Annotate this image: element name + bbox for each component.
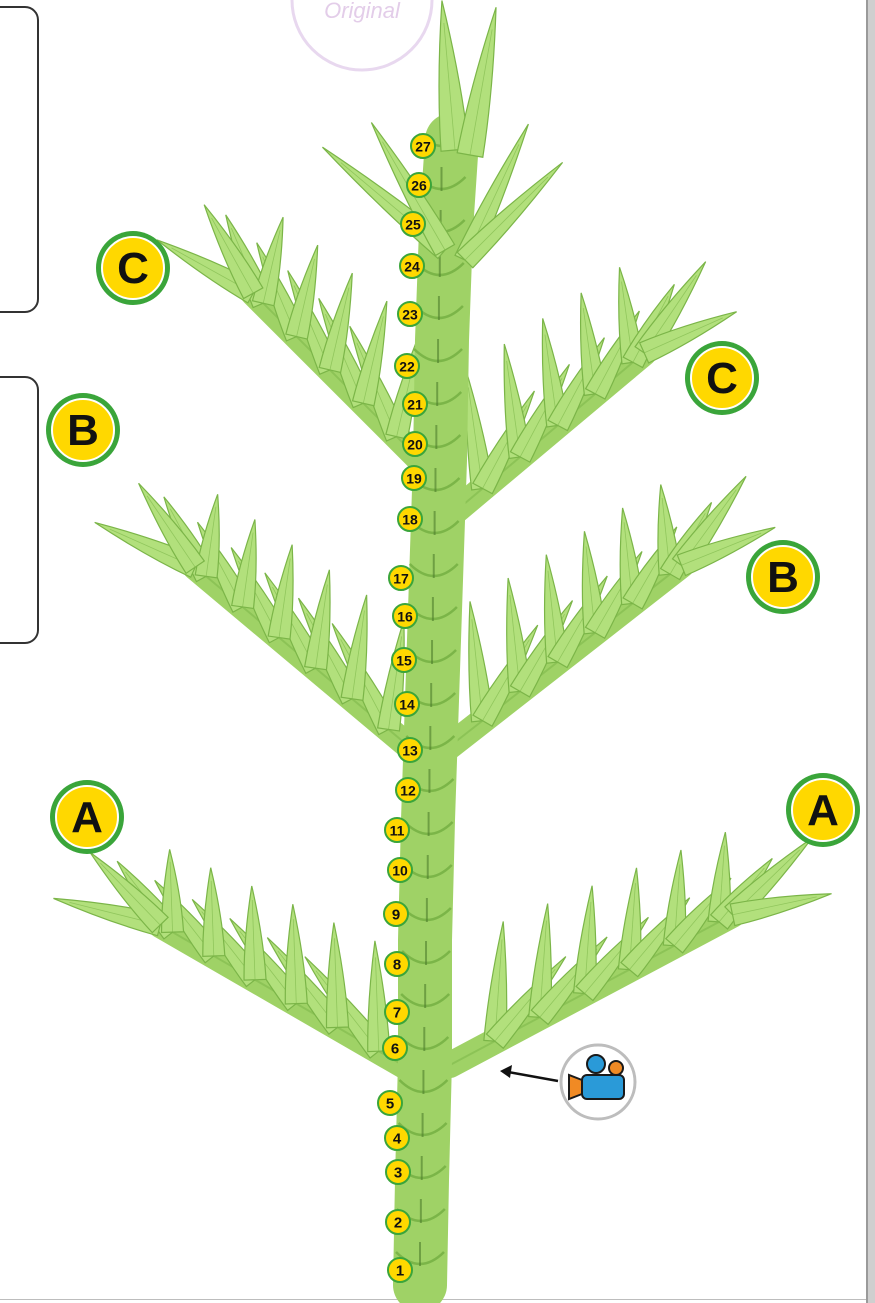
step-number: 19 — [406, 471, 422, 487]
step-marker: 24 — [400, 254, 424, 278]
branch-label-a-right: A — [786, 773, 860, 847]
scrollbar[interactable] — [866, 0, 875, 1303]
branch-label-a-left: A — [50, 780, 124, 854]
branch-label-c-right: C — [685, 341, 759, 415]
step-number: 15 — [396, 653, 412, 669]
step-marker: 13 — [398, 738, 422, 762]
step-marker: 22 — [395, 354, 419, 378]
step-number: 23 — [402, 307, 418, 323]
step-marker: 12 — [396, 778, 420, 802]
step-number: 21 — [407, 397, 423, 413]
step-marker: 21 — [403, 392, 427, 416]
step-number: 18 — [402, 512, 418, 528]
step-marker: 25 — [401, 212, 425, 236]
video-arrow — [500, 1065, 558, 1081]
step-number: 16 — [397, 609, 413, 625]
step-number: 4 — [393, 1131, 402, 1148]
watermark: Original — [292, 0, 432, 70]
step-number: 1 — [396, 1263, 404, 1280]
step-number: 20 — [407, 437, 423, 453]
step-marker: 17 — [389, 566, 413, 590]
step-number: 9 — [392, 907, 400, 924]
branch-label-b-right: B — [746, 540, 820, 614]
step-marker: 2 — [386, 1210, 410, 1234]
step-number: 2 — [394, 1215, 402, 1232]
step-marker: 11 — [385, 818, 409, 842]
video-button[interactable] — [561, 1045, 635, 1119]
branch — [450, 832, 832, 1065]
step-number: 5 — [386, 1096, 394, 1113]
leaf — [285, 904, 307, 1004]
step-marker: 9 — [384, 902, 408, 926]
step-number: 7 — [393, 1005, 401, 1022]
leaf — [244, 886, 266, 980]
branch-label-text: B — [67, 406, 99, 455]
step-marker: 14 — [395, 692, 419, 716]
branch-label-text: A — [71, 793, 103, 842]
step-marker: 26 — [407, 173, 431, 197]
branch — [53, 849, 420, 1075]
leaf — [203, 868, 225, 957]
branch-label-b-left: B — [46, 393, 120, 467]
step-number: 6 — [391, 1041, 399, 1058]
step-number: 3 — [394, 1165, 402, 1182]
step-number: 13 — [402, 743, 418, 759]
step-number: 12 — [400, 783, 416, 799]
step-marker: 1 — [388, 1258, 412, 1282]
branch — [445, 476, 775, 750]
step-number: 26 — [411, 178, 427, 194]
step-marker: 3 — [386, 1160, 410, 1184]
step-marker: 18 — [398, 507, 422, 531]
step-marker: 23 — [398, 302, 422, 326]
step-number: 27 — [415, 139, 431, 155]
step-marker: 27 — [411, 134, 435, 158]
step-number: 25 — [405, 217, 421, 233]
step-marker: 10 — [388, 858, 412, 882]
step-number: 17 — [393, 571, 409, 587]
branch-label-text: C — [117, 244, 149, 293]
branch-label-text: A — [807, 786, 839, 835]
step-marker: 4 — [385, 1126, 409, 1150]
branch-label-text: B — [767, 553, 799, 602]
trunk-body — [420, 140, 452, 1285]
step-number: 24 — [404, 259, 420, 275]
step-number: 11 — [390, 823, 405, 839]
step-marker: 16 — [393, 604, 417, 628]
step-number: 10 — [392, 863, 408, 879]
branch — [95, 483, 425, 760]
step-marker: 19 — [402, 466, 426, 490]
leaf — [326, 923, 348, 1028]
step-marker: 6 — [383, 1036, 407, 1060]
step-marker: 15 — [392, 648, 416, 672]
step-marker: 5 — [378, 1091, 402, 1115]
top-spike — [322, 1, 562, 268]
branch-label-c-left: C — [96, 231, 170, 305]
step-number: 14 — [399, 697, 415, 713]
branch-label-text: C — [706, 354, 738, 403]
step-number: 8 — [393, 957, 401, 974]
step-marker: 20 — [403, 432, 427, 456]
step-number: 22 — [399, 359, 415, 375]
step-marker: 8 — [385, 952, 409, 976]
watermark-logo-text: Original — [324, 0, 401, 23]
top-leaf — [457, 7, 496, 157]
step-marker: 7 — [385, 1000, 409, 1024]
branch — [157, 205, 430, 470]
